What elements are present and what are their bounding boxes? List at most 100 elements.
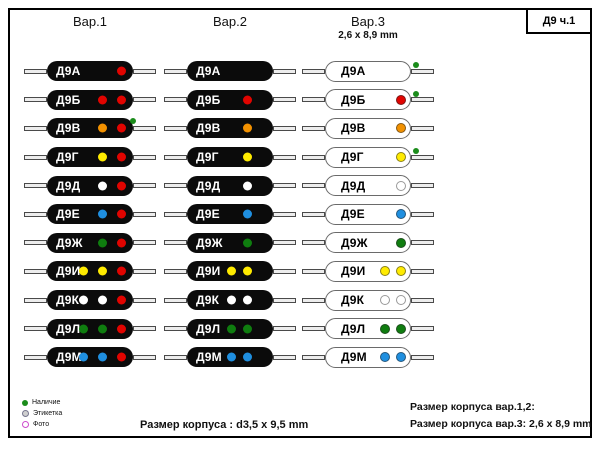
marking-dot-white: [396, 295, 406, 306]
diode-lead-right: [133, 240, 156, 246]
diode-var1-Д9Д: Д9Д: [24, 171, 156, 200]
diode-body: Д9А: [187, 61, 273, 82]
diode-lead-right: [273, 154, 296, 160]
diode-var3-Д9К: Д9К: [302, 286, 434, 315]
diode-body: Д9Г: [325, 146, 411, 168]
diode-lead-right: [133, 125, 156, 131]
diode-body: Д9Д: [47, 175, 133, 196]
diode-body: Д9А: [325, 60, 411, 82]
diode-lead-left: [302, 68, 325, 74]
diode-var2-Д9Е: Д9Е: [164, 200, 296, 229]
diode-lead-left: [302, 268, 325, 274]
diode-label: Д9Д: [196, 178, 221, 193]
marking-dot-yellow: [79, 266, 88, 276]
diode-var1-Д9Г: Д9Г: [24, 143, 156, 172]
marking-dot-white: [98, 295, 107, 305]
marking-dot-white: [243, 181, 252, 191]
diode-lead-right: [273, 125, 296, 131]
diode-lead-left: [24, 297, 47, 303]
diode-lead-left: [24, 68, 47, 74]
marking-dot-blue: [396, 352, 406, 363]
diode-var2-Д9В: Д9В: [164, 114, 296, 143]
diode-var2-Д9А: Д9А: [164, 57, 296, 86]
diode-label: Д9Д: [341, 178, 366, 193]
diode-lead-right: [273, 183, 296, 189]
diode-body: Д9И: [325, 260, 411, 282]
diode-lead-right: [133, 326, 156, 332]
marking-dot-red: [117, 152, 126, 162]
diode-label: Д9М: [56, 350, 82, 365]
diode-lead-right: [133, 354, 156, 360]
diode-row-Д9Д: Д9Д Д9Д Д9Д: [0, 171, 600, 200]
diode-body: Д9В: [325, 117, 411, 139]
diode-body: Д9В: [47, 118, 133, 139]
diode-label: Д9Г: [56, 150, 79, 165]
marking-dot-orange: [98, 123, 107, 133]
diode-lead-left: [164, 125, 187, 131]
body-size-notes: Размер корпуса вар.1,2: Размер корпуса в…: [410, 399, 592, 432]
diode-body: Д9К: [47, 290, 133, 311]
marking-dot-orange: [243, 123, 252, 133]
diode-lead-left: [164, 211, 187, 217]
diode-lead-left: [302, 354, 325, 360]
marking-dot-blue: [98, 352, 107, 362]
diode-var3-Д9В: Д9В: [302, 114, 434, 143]
diode-lead-right: [411, 183, 434, 189]
diode-label: Д9В: [196, 121, 221, 136]
diode-lead-right: [411, 211, 434, 217]
marking-dot-red: [117, 352, 126, 362]
marking-dot-white: [79, 295, 88, 305]
marking-dot-yellow: [98, 152, 107, 162]
diode-body: Д9Г: [187, 147, 273, 168]
marking-dot-yellow: [396, 266, 406, 277]
diode-body: Д9Е: [187, 204, 273, 225]
diode-body: Д9Д: [325, 175, 411, 197]
availability-dot-icon: [22, 399, 28, 406]
legend-item-label: Этикетка: [22, 408, 62, 419]
diode-lead-left: [302, 240, 325, 246]
diode-lead-left: [302, 211, 325, 217]
diode-label: Д9В: [56, 121, 81, 136]
marking-dot-blue: [380, 352, 390, 363]
column-header-var3-size: 2,6 x 8,9 mm: [338, 30, 398, 41]
diode-var2-Д9К: Д9К: [164, 286, 296, 315]
diode-lead-right: [411, 240, 434, 246]
diode-lead-left: [24, 97, 47, 103]
diode-body: Д9И: [187, 261, 273, 282]
diode-body: Д9Ж: [325, 232, 411, 254]
diode-label: Д9А: [56, 64, 81, 79]
diode-var2-Д9И: Д9И: [164, 257, 296, 286]
legend-label: Этикетка: [33, 410, 63, 417]
diode-lead-left: [164, 183, 187, 189]
diode-var3-Д9И: Д9И: [302, 257, 434, 286]
diode-var3-Д9М: Д9М: [302, 343, 434, 372]
diode-var3-Д9Д: Д9Д: [302, 171, 434, 200]
marking-dot-green: [380, 323, 390, 334]
diode-label: Д9М: [196, 350, 222, 365]
marking-dot-red: [117, 238, 126, 248]
diode-lead-left: [164, 68, 187, 74]
marking-dot-red: [117, 95, 126, 105]
marking-dot-green: [243, 238, 252, 248]
diode-label: Д9Б: [56, 92, 81, 107]
diode-body: Д9Е: [325, 203, 411, 225]
diode-lead-left: [164, 97, 187, 103]
diode-lead-left: [24, 154, 47, 160]
availability-dot-icon: [413, 62, 419, 68]
marking-dot-green: [79, 324, 88, 334]
diode-var3-Д9Ж: Д9Ж: [302, 229, 434, 258]
diode-body: Д9Б: [187, 89, 273, 110]
diode-label: Д9И: [56, 264, 81, 279]
marking-dot-green: [396, 323, 406, 334]
diode-var1-Д9А: Д9А: [24, 57, 156, 86]
diode-lead-left: [164, 326, 187, 332]
marking-dot-red: [117, 66, 126, 76]
label-dot-icon: [22, 410, 29, 417]
marking-dot-white: [98, 181, 107, 191]
diode-lead-left: [302, 183, 325, 189]
diode-lead-left: [302, 326, 325, 332]
sheet-title: Д9 ч.1: [542, 15, 576, 27]
marking-dot-blue: [79, 352, 88, 362]
